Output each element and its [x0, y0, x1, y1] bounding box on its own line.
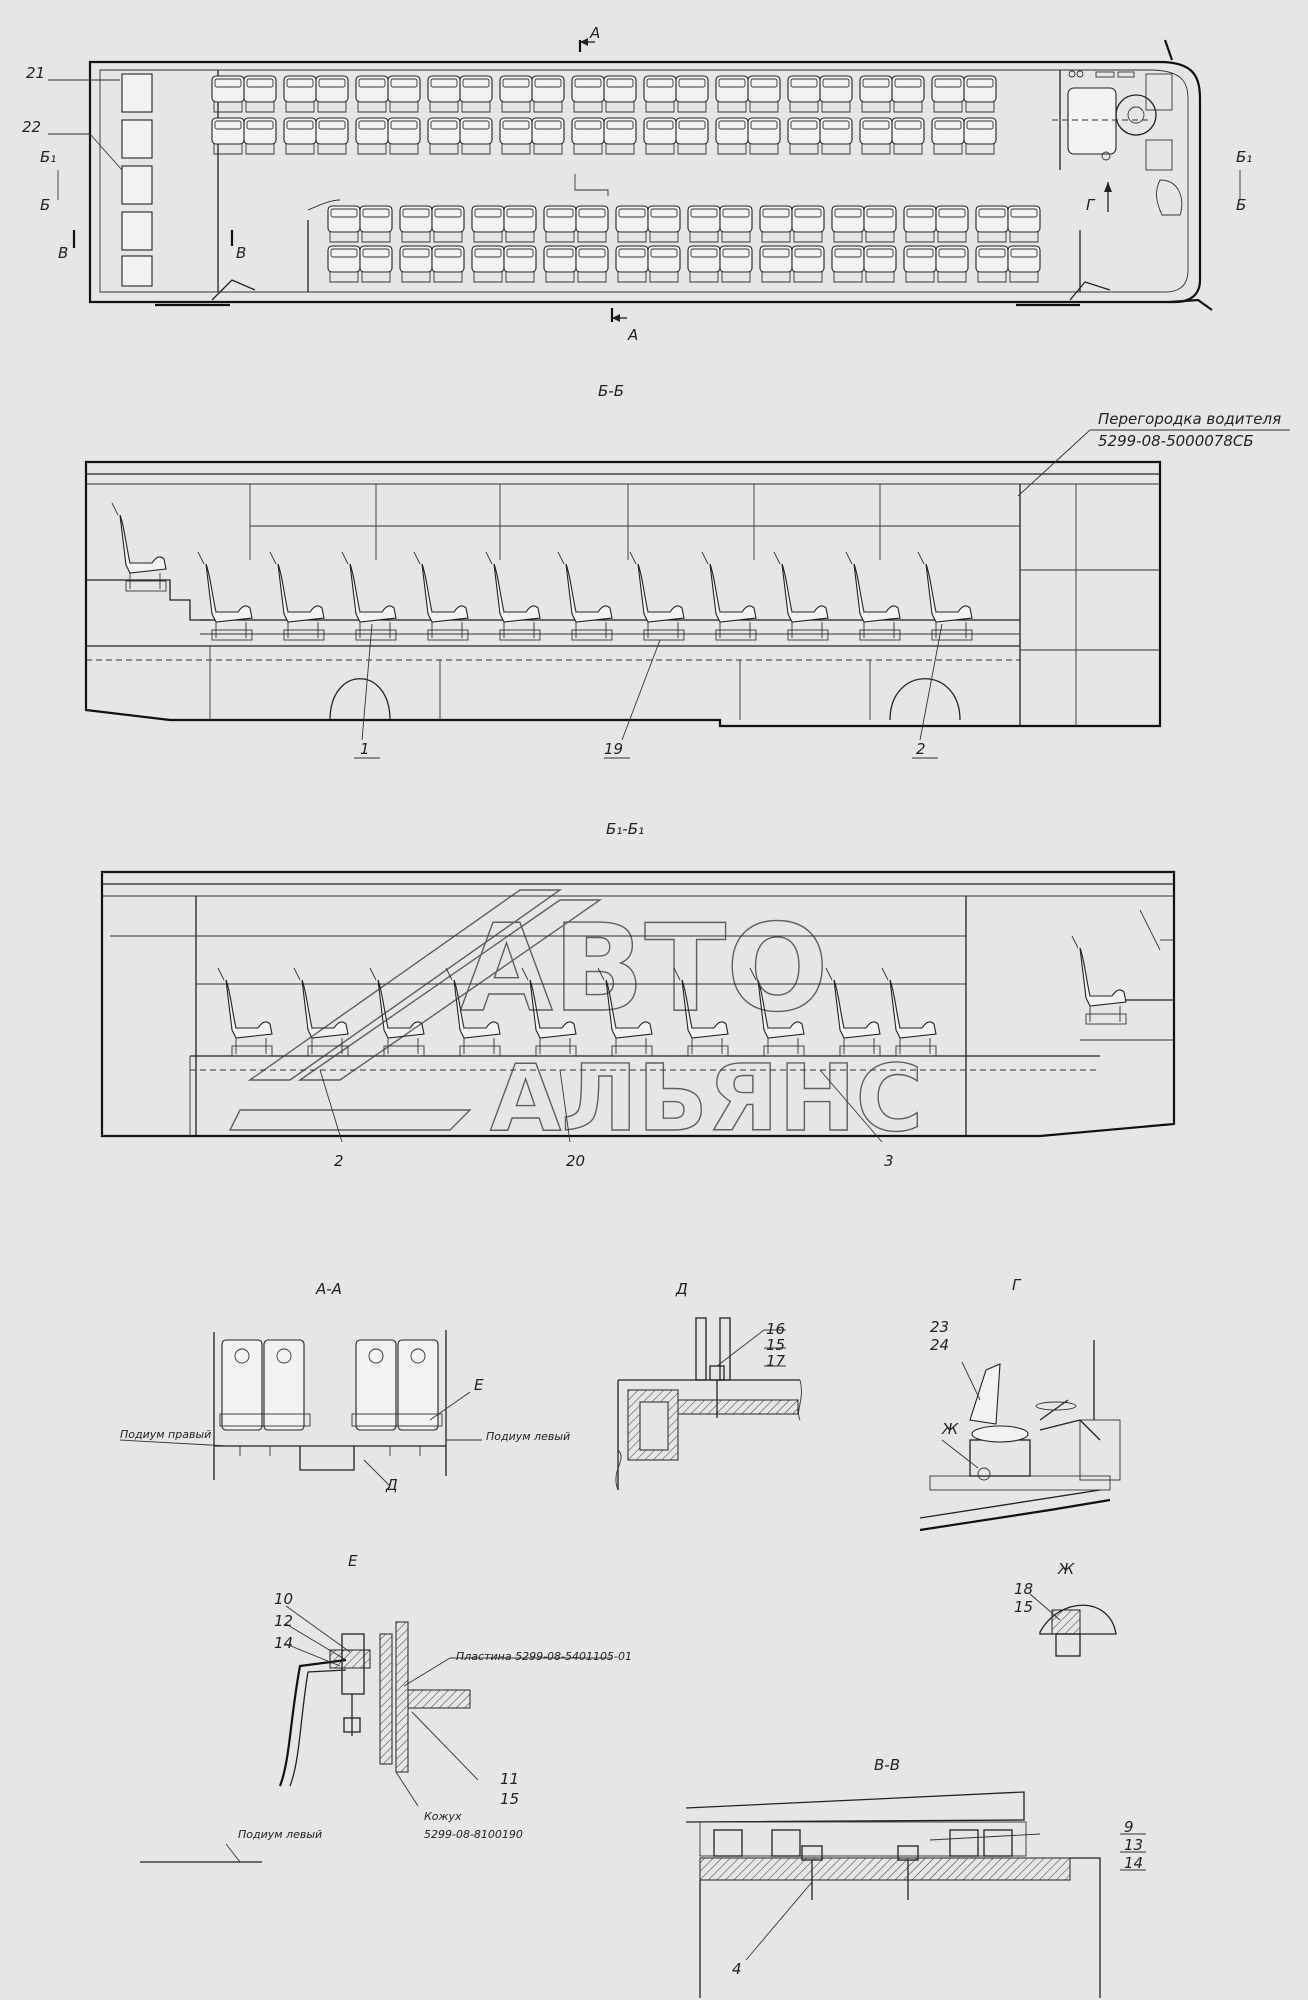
- callout-2-b1b1: 2: [334, 1152, 344, 1170]
- callout-15: 15: [766, 1336, 785, 1354]
- view-title-e: Е: [348, 1552, 358, 1570]
- section-mark-label: В: [58, 244, 68, 262]
- detail-e-view: [140, 1605, 612, 1863]
- detail-zh-view: [1029, 1593, 1117, 1657]
- callout-14: 14: [274, 1634, 293, 1652]
- section-mark-label: Б₁: [1236, 148, 1252, 166]
- callout-14-vv: 14: [1124, 1854, 1143, 1872]
- callout-19: 19: [604, 740, 623, 758]
- section-mark-label: Г: [1086, 196, 1096, 214]
- view-title-b1b1: Б₁-Б₁: [606, 820, 644, 838]
- aa-detail-mark-d: Д: [385, 1476, 398, 1494]
- view-title-vv: В-В: [874, 1756, 900, 1774]
- callout-1: 1: [360, 740, 370, 758]
- callout-12: 12: [274, 1612, 293, 1630]
- detail-d-view: [615, 1317, 802, 1491]
- section-mark-g: Г: [1086, 182, 1112, 214]
- callout-17: 17: [766, 1352, 786, 1370]
- view-title-aa: А-А: [315, 1280, 342, 1298]
- plate-note: Пластина 5299-08-5401105-01: [456, 1650, 632, 1663]
- callout-2: 2: [916, 740, 926, 758]
- callout-15-zh: 15: [1014, 1598, 1033, 1616]
- section-mark-b-right: Б₁ Б: [1236, 148, 1252, 214]
- g-detail-mark-zh: Ж: [941, 1420, 959, 1438]
- watermark: АВТО АЛЬЯНС: [228, 889, 924, 1153]
- section-mark-label: Б: [40, 196, 50, 214]
- section-mark-b-left: Б₁ Б В: [40, 148, 76, 262]
- section-mark-label: Б: [1236, 196, 1246, 214]
- watermark-line-2: АЛЬЯНС: [490, 1045, 923, 1152]
- partition-note: Перегородка водителя: [1098, 410, 1281, 428]
- view-title-zh: Ж: [1057, 1560, 1075, 1578]
- watermark-line-1: АВТО: [460, 900, 828, 1039]
- section-bb-view: [84, 429, 1290, 759]
- callout-22: 22: [22, 118, 41, 136]
- section-b1b1-view: АВТО АЛЬЯНС: [100, 870, 1176, 1153]
- callout-3: 3: [884, 1152, 894, 1170]
- lower-seat-rows: [327, 205, 1041, 283]
- callout-13: 13: [1124, 1836, 1143, 1854]
- callout-24: 24: [930, 1336, 949, 1354]
- section-mark-a-top: А: [578, 24, 600, 52]
- callout-20: 20: [566, 1152, 585, 1170]
- callout-21: 21: [26, 64, 45, 82]
- aa-detail-mark-e: Е: [474, 1376, 484, 1394]
- callout-9: 9: [1124, 1818, 1134, 1836]
- rear-seat-column: [121, 73, 153, 287]
- detail-g-view: [919, 1340, 1121, 1532]
- section-aa-view: [119, 1330, 482, 1487]
- casing-note: Кожух: [424, 1810, 462, 1823]
- upper-seat-rows: [211, 75, 997, 155]
- callout-10: 10: [274, 1590, 293, 1608]
- view-title-g: Г: [1012, 1276, 1022, 1294]
- casing-code: 5299-08-8100190: [424, 1828, 523, 1841]
- view-title-bb: Б-Б: [598, 382, 624, 400]
- callout-4: 4: [732, 1960, 742, 1978]
- callout-23: 23: [930, 1318, 949, 1336]
- plan-view: А А Б₁ Б В В Г Б₁ Б: [22, 24, 1252, 344]
- section-mark-v-inner: В: [230, 230, 246, 262]
- view-title-d: Д: [675, 1280, 688, 1298]
- section-vv-view: [685, 1791, 1146, 1998]
- callout-15-e: 15: [500, 1790, 519, 1808]
- driver-area: [1067, 39, 1183, 216]
- podium-left-note: Подиум левый: [486, 1430, 570, 1443]
- callout-18: 18: [1014, 1580, 1033, 1598]
- podium-left-note-e: Подиум левый: [238, 1828, 322, 1841]
- callout-11: 11: [500, 1770, 519, 1788]
- partition-code: 5299-08-5000078СБ: [1098, 432, 1254, 450]
- section-mark-a-bottom: А: [610, 308, 638, 344]
- section-mark-label: А: [627, 326, 638, 344]
- section-mark-label: В: [236, 244, 246, 262]
- section-mark-label: Б₁: [40, 148, 56, 166]
- section-mark-label: А: [589, 24, 600, 42]
- callout-16: 16: [766, 1320, 785, 1338]
- podium-right-note: Подиум правый: [120, 1428, 211, 1441]
